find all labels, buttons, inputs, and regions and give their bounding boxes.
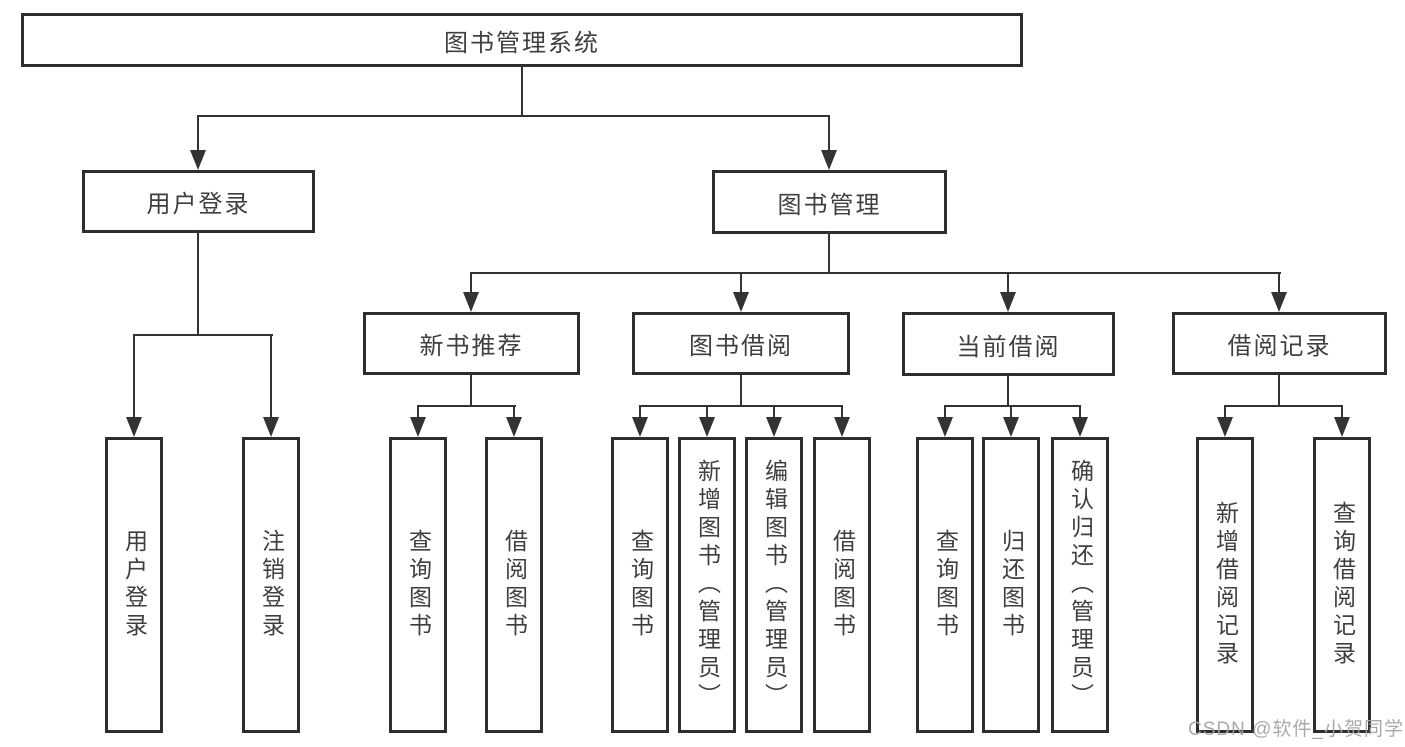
node-book-management: 图书管理 bbox=[712, 170, 947, 234]
leaf-label: 用户登录 bbox=[121, 529, 148, 641]
arrow-down-icon bbox=[821, 150, 837, 170]
connector-to-current-borrow bbox=[1007, 272, 1009, 294]
connector-drop bbox=[639, 405, 641, 419]
leaf-label: 查询借阅记录 bbox=[1329, 501, 1356, 669]
connector-drop bbox=[1224, 405, 1226, 419]
node-library-management-system: 图书管理系统 bbox=[21, 13, 1023, 67]
connector-drop bbox=[513, 405, 515, 419]
leaf-query-books-borrow: 查询图书 bbox=[611, 437, 669, 733]
connector-to-borrow-records bbox=[1278, 272, 1280, 294]
arrow-down-icon bbox=[834, 417, 850, 437]
connector-current-borrow-rail bbox=[944, 405, 1081, 407]
connector-drop bbox=[1010, 405, 1012, 419]
leaf-label: 新增图书（管理员） bbox=[694, 459, 721, 711]
node-borrow-records: 借阅记录 bbox=[1172, 312, 1387, 375]
connector-new-book-rail bbox=[417, 405, 516, 407]
connector-drop bbox=[1341, 405, 1343, 419]
connector-book-management-stem bbox=[828, 231, 830, 274]
arrow-down-icon bbox=[506, 417, 522, 437]
leaf-add-borrow-record: 新增借阅记录 bbox=[1196, 437, 1254, 733]
connector-borrow-records-rail bbox=[1224, 405, 1343, 407]
connector-root-to-user-login bbox=[197, 115, 199, 152]
leaf-label: 新增借阅记录 bbox=[1212, 501, 1239, 669]
arrow-down-icon bbox=[937, 417, 953, 437]
leaf-user-login: 用户登录 bbox=[105, 437, 163, 733]
csdn-watermark: CSDN @软件_小贺同学 bbox=[1188, 719, 1404, 740]
leaf-query-books-recommend: 查询图书 bbox=[389, 437, 447, 733]
node-book-borrow: 图书借阅 bbox=[632, 312, 850, 375]
connector-to-leaf-user-login bbox=[133, 334, 135, 419]
connector-drop bbox=[841, 405, 843, 419]
connector-drop bbox=[773, 405, 775, 419]
arrow-down-icon bbox=[733, 292, 749, 312]
leaf-borrow-books: 借阅图书 bbox=[813, 437, 871, 733]
connector-root-rail bbox=[197, 115, 830, 117]
arrow-down-icon bbox=[632, 417, 648, 437]
leaf-query-borrow-record: 查询借阅记录 bbox=[1313, 437, 1371, 733]
arrow-down-icon bbox=[699, 417, 715, 437]
connector-new-book-stem bbox=[470, 374, 472, 407]
arrow-down-icon bbox=[263, 417, 279, 437]
connector-root-to-book-management bbox=[828, 115, 830, 152]
leaf-add-books-admin: 新增图书（管理员） bbox=[678, 437, 736, 733]
arrow-down-icon bbox=[463, 292, 479, 312]
connector-current-borrow-stem bbox=[1007, 375, 1009, 407]
arrow-down-icon bbox=[1271, 292, 1287, 312]
arrow-down-icon bbox=[1003, 417, 1019, 437]
connector-drop bbox=[706, 405, 708, 419]
leaf-confirm-return-admin: 确认归还（管理员） bbox=[1051, 437, 1109, 733]
leaf-edit-books-admin: 编辑图书（管理员） bbox=[745, 437, 803, 733]
arrow-down-icon bbox=[1334, 417, 1350, 437]
leaf-borrow-books-recommend: 借阅图书 bbox=[485, 437, 543, 733]
connector-to-book-borrow bbox=[740, 272, 742, 294]
node-current-borrow: 当前借阅 bbox=[902, 312, 1115, 376]
connector-to-leaf-logout bbox=[270, 334, 272, 419]
connector-to-new-book-recommend bbox=[470, 272, 472, 294]
node-user-login-branch: 用户登录 bbox=[82, 170, 315, 233]
arrow-down-icon bbox=[1217, 417, 1233, 437]
connector-drop bbox=[1079, 405, 1081, 419]
connector-root-stem bbox=[521, 65, 523, 117]
leaf-label: 查询图书 bbox=[405, 529, 432, 641]
connector-drop bbox=[417, 405, 419, 419]
connector-book-borrow-stem bbox=[740, 374, 742, 407]
leaf-label: 编辑图书（管理员） bbox=[761, 459, 788, 711]
leaf-label: 查询图书 bbox=[627, 529, 654, 641]
arrow-down-icon bbox=[190, 150, 206, 170]
arrow-down-icon bbox=[766, 417, 782, 437]
arrow-down-icon bbox=[410, 417, 426, 437]
leaf-label: 借阅图书 bbox=[829, 529, 856, 641]
arrow-down-icon bbox=[1000, 292, 1016, 312]
leaf-return-books: 归还图书 bbox=[982, 437, 1040, 733]
connector-drop bbox=[944, 405, 946, 419]
leaf-label: 归还图书 bbox=[998, 529, 1025, 641]
leaf-label: 借阅图书 bbox=[501, 529, 528, 641]
connector-borrow-records-stem bbox=[1278, 374, 1280, 407]
connector-user-login-rail bbox=[133, 334, 273, 336]
connector-book-borrow-rail bbox=[639, 405, 843, 407]
leaf-logout: 注销登录 bbox=[242, 437, 300, 733]
arrow-down-icon bbox=[1072, 417, 1088, 437]
arrow-down-icon bbox=[126, 417, 142, 437]
connector-user-login-stem bbox=[197, 230, 199, 336]
connector-book-management-rail bbox=[470, 272, 1281, 274]
leaf-label: 查询图书 bbox=[932, 529, 959, 641]
leaf-query-books-current: 查询图书 bbox=[916, 437, 974, 733]
node-new-book-recommend: 新书推荐 bbox=[363, 312, 580, 375]
leaf-label: 注销登录 bbox=[258, 529, 285, 641]
leaf-label: 确认归还（管理员） bbox=[1067, 459, 1094, 711]
